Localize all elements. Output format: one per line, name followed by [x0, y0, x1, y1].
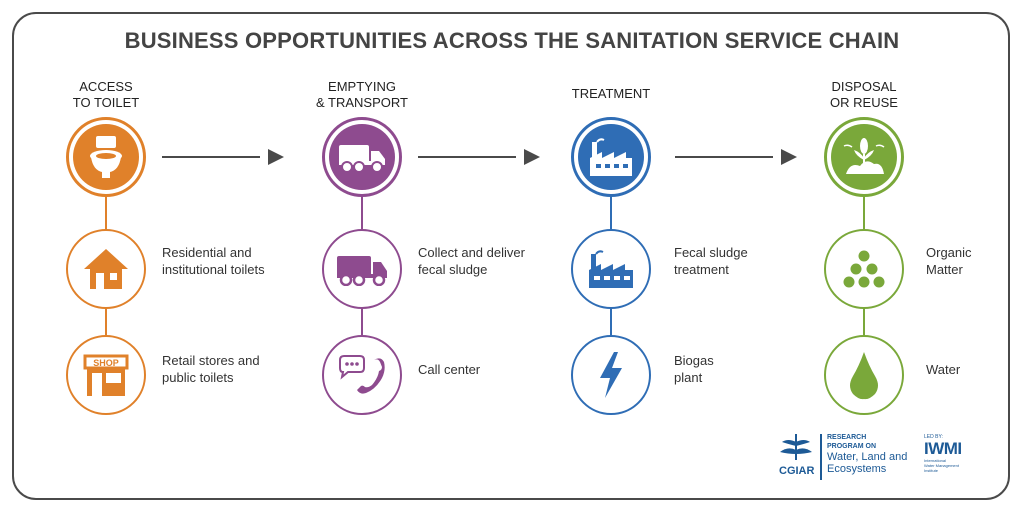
factory-icon	[589, 250, 633, 288]
item-circle-residential	[66, 229, 146, 309]
item-label-call-center: Call center	[418, 362, 481, 377]
item-circle-collect	[322, 229, 402, 309]
toilet-icon	[90, 136, 122, 178]
truck-icon	[337, 256, 387, 286]
cgiar-logo-icon	[780, 434, 812, 460]
phone-chat-icon	[339, 355, 385, 394]
drop-icon	[850, 352, 878, 400]
stage-circle-emptying	[322, 117, 402, 197]
stage-circle-treatment	[571, 117, 651, 197]
stage-circle-access	[66, 117, 146, 197]
item-label-water: Water	[926, 362, 961, 377]
item-label-residential: Residential and institutional toilets	[162, 245, 265, 277]
item-circle-organic	[824, 229, 904, 309]
stage-circle-disposal	[824, 117, 904, 197]
stage-label-emptying: EMPTYING & TRANSPORT	[316, 79, 408, 110]
item-label-fecal-treatment: Fecal sludge treatment	[674, 245, 748, 277]
shop-sign-text: SHOP	[93, 358, 119, 368]
wle-logo: RESEARCH PROGRAM ON Water, Land and Ecos…	[827, 434, 908, 475]
truck-icon	[339, 145, 385, 173]
iwmi-logo: LED BY: IWMI International Water Managem…	[924, 434, 962, 473]
item-label-organic: Organic Matter	[926, 245, 972, 277]
shop-icon: SHOP	[83, 354, 129, 396]
item-circle-biogas	[571, 335, 651, 415]
item-label-biogas: Biogas plant	[674, 353, 714, 385]
diagram-frame	[12, 12, 1010, 500]
stage-label-treatment: TREATMENT	[571, 86, 651, 101]
pellets-icon	[843, 250, 885, 288]
item-label-collect: Collect and deliver fecal sludge	[418, 245, 525, 277]
item-circle-retail: SHOP	[66, 335, 146, 415]
item-circle-fecal-treatment	[571, 229, 651, 309]
arrow-icon	[162, 149, 284, 165]
cgiar-logo-text: CGIAR	[779, 465, 815, 477]
stage-label-access: ACCESS TO TOILET	[72, 79, 140, 110]
item-label-retail: Retail stores and public toilets	[162, 353, 260, 385]
arrow-icon	[675, 149, 797, 165]
diagram-title: BUSINESS OPPORTUNITIES ACROSS THE SANITA…	[124, 28, 900, 53]
item-circle-water	[824, 335, 904, 415]
logo-divider	[820, 434, 822, 480]
factory-icon	[590, 138, 632, 176]
house-icon	[84, 249, 128, 289]
arrow-icon	[418, 149, 540, 165]
stage-label-disposal: DISPOSAL OR REUSE	[830, 79, 898, 110]
lightning-icon	[600, 352, 622, 398]
crop-icon	[843, 138, 885, 174]
item-circle-call-center	[322, 335, 402, 415]
